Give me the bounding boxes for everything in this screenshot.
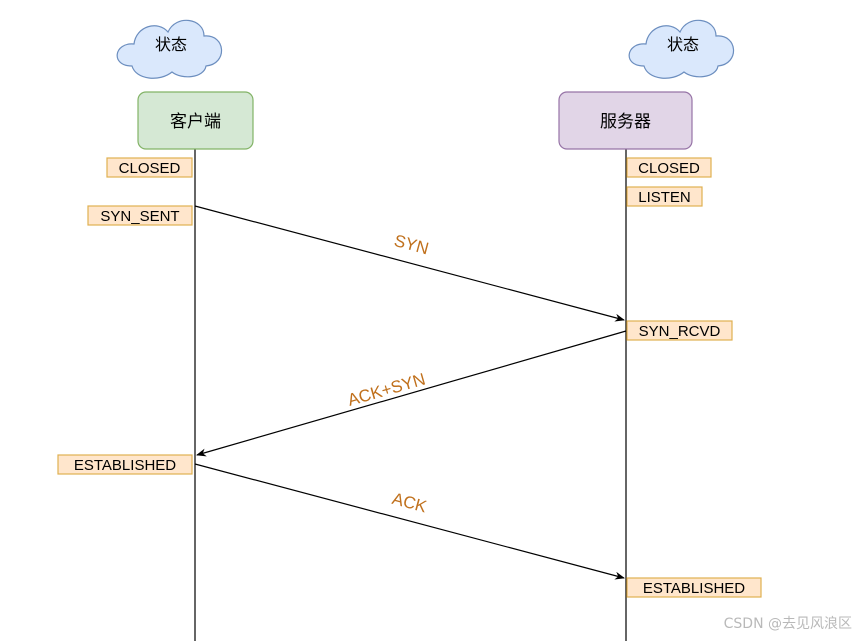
client-box: 客户端 — [137, 91, 254, 150]
server-state-listen-label: LISTEN — [638, 189, 691, 206]
syn-arrow — [194, 205, 625, 322]
server-label: 服务器 — [600, 112, 651, 132]
syn-label: SYN — [392, 231, 431, 258]
server-state-established-label: ESTABLISHED — [643, 580, 745, 597]
client-state-established: ESTABLISHED — [57, 454, 193, 475]
client-state-syn-sent: SYN_SENT — [87, 205, 193, 226]
watermark: CSDN @去见风浪区 — [724, 616, 852, 632]
server-state-closed: CLOSED — [626, 157, 712, 178]
server-box: 服务器 — [558, 91, 693, 150]
client-state-closed: CLOSED — [106, 157, 193, 178]
client-state-closed-label: CLOSED — [119, 160, 181, 177]
client-label: 客户端 — [170, 112, 221, 132]
cloud-label-right: 状态 — [667, 35, 699, 54]
cloud-label-left: 状态 — [155, 35, 187, 54]
server-state-listen: LISTEN — [626, 186, 703, 207]
ack-syn-label: ACK+SYN — [345, 370, 427, 410]
server-state-closed-label: CLOSED — [638, 160, 700, 177]
client-state-established-label: ESTABLISHED — [74, 457, 176, 474]
ack-syn-arrow — [196, 330, 627, 457]
ack-label: ACK — [390, 489, 429, 517]
cloud-icon-right: 状态 — [628, 19, 735, 79]
client-state-syn-sent-label: SYN_SENT — [100, 208, 179, 225]
cloud-icon-left: 状态 — [116, 19, 223, 79]
server-state-syn-rcvd: SYN_RCVD — [626, 320, 733, 341]
server-state-established: ESTABLISHED — [626, 577, 762, 598]
server-state-syn-rcvd-label: SYN_RCVD — [639, 323, 721, 340]
ack-arrow — [194, 463, 625, 580]
